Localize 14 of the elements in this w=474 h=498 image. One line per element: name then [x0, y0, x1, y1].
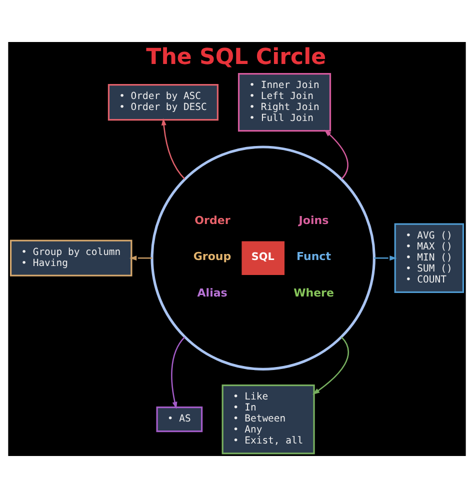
node-box: • Order by ASC • Order by DESC	[108, 84, 218, 121]
arrow	[129, 256, 152, 261]
diagram-title: The SQL Circle	[146, 45, 326, 70]
node-box: • AS	[156, 406, 203, 432]
node-circle: Order Joins Group SQL Funct Alias Where	[150, 146, 376, 370]
arrow	[324, 130, 348, 180]
node-box: • Like • In • Between • Any • Exist, all	[222, 384, 315, 454]
node-box: • Group by column • Having	[10, 240, 132, 276]
arrow	[171, 336, 186, 409]
arrow	[312, 336, 349, 395]
arrow	[374, 256, 397, 261]
arrow	[161, 118, 186, 180]
node-box: • AVG () • MAX () • MIN () • SUM () • COUNT	[394, 223, 464, 293]
node-box: • Inner Join • Left Join • Right Join • Full Join	[238, 72, 332, 132]
